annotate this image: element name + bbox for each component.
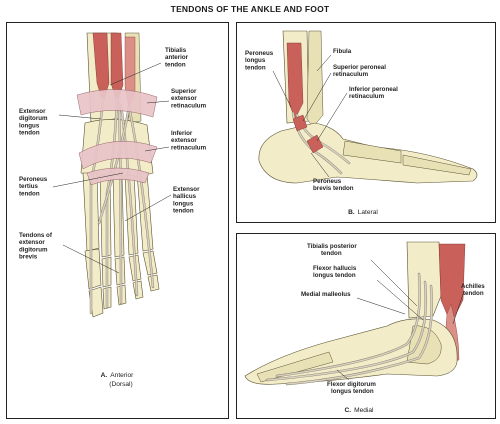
figure-title: TENDONS OF THE ANKLE AND FOOT xyxy=(170,4,330,14)
panel-anterior: Tibialis anterior tendon Superior extens… xyxy=(6,22,229,419)
superior-peroneal-retinaculum xyxy=(292,114,308,132)
peroneus-muscle xyxy=(286,42,304,120)
lateral-leader-lines xyxy=(272,54,348,178)
inferior-extensor-retinaculum xyxy=(78,140,158,170)
caption-lateral: B.Lateral xyxy=(348,209,378,216)
label-extensor-hallicus-longus: Extensor hallicus longus tendon xyxy=(173,186,201,215)
caption-anterior: A.Anterior xyxy=(101,372,134,379)
label-tendons-extensor-digitorum-brevis: Tendons of extensor digitorum brevis xyxy=(19,232,54,261)
inferior-peroneal-retinaculum xyxy=(306,134,324,154)
label-fibula: Fibula xyxy=(333,48,352,55)
label-superior-extensor-retinaculum: Superior extensor retinaculum xyxy=(171,88,207,109)
label-medial-malleolus: Medial malleolus xyxy=(301,291,351,298)
label-extensor-digitorum-longus: Extensor digitorum longus tendon xyxy=(19,108,49,137)
caption-anterior-sub: (Dorsal) xyxy=(109,381,132,388)
label-achilles: Achilles tendon xyxy=(461,283,486,297)
label-flexor-digitorum: Flexor digitorum longus tendon xyxy=(327,381,378,395)
panel-medial: Tibialis posterior tendon Flexor halluci… xyxy=(236,233,496,419)
fibula-bone xyxy=(306,30,324,128)
inferior-extensor-retinaculum-lower xyxy=(86,167,150,186)
phalanges xyxy=(402,154,472,176)
superior-extensor-retinaculum xyxy=(76,89,158,118)
label-inferior-extensor-retinaculum: Inferior extensor retinaculum xyxy=(171,130,207,151)
medial-foot-illustration: Tibialis posterior tendon Flexor halluci… xyxy=(244,241,486,414)
anterior-leader-lines xyxy=(52,62,172,274)
label-peroneus-longus: Peroneus longus tendon xyxy=(245,50,275,71)
metatarsal-5 xyxy=(342,140,402,164)
first-metatarsal xyxy=(256,351,334,383)
anterior-foot-illustration: Tibialis anterior tendon Superior extens… xyxy=(19,32,207,388)
label-superior-peroneal-retinaculum: Superior peroneal retinaculum xyxy=(333,64,388,78)
medial-leader-lines xyxy=(336,259,464,381)
calcaneus xyxy=(406,325,442,365)
tibia-bone xyxy=(406,241,442,319)
label-flexor-hallucis: Flexor hallucis longus tendon xyxy=(313,265,358,279)
lateral-foot-illustration: Peroneus longus tendon Fibula Superior p… xyxy=(245,30,478,216)
medial-tendons xyxy=(265,272,433,386)
caption-medial: C.Medial xyxy=(344,407,374,414)
label-inferior-peroneal-retinaculum: Inferior peroneal retinaculum xyxy=(349,86,400,100)
label-tibialis-posterior: Tibialis posterior tendon xyxy=(307,243,358,257)
label-peroneus-brevis: Peroneus brevis tendon xyxy=(313,178,354,192)
phalanx-bones xyxy=(84,248,160,318)
label-tibialis-anterior: Tibialis anterior tendon xyxy=(165,47,190,68)
label-peroneus-tertius: Peroneus tertius tendon xyxy=(19,176,49,197)
panel-lateral: Peroneus longus tendon Fibula Superior p… xyxy=(236,22,496,223)
